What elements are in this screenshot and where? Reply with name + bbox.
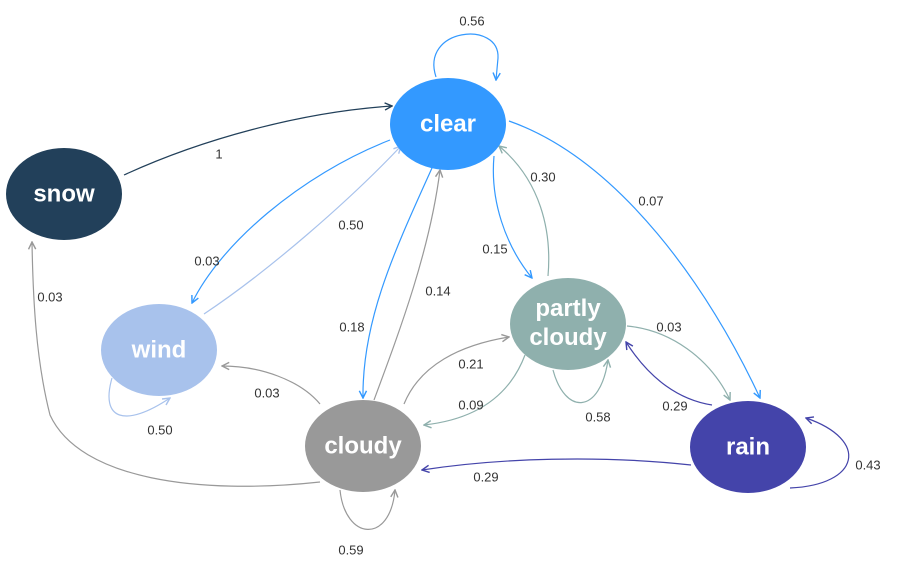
edge-rain-to-rain: [789, 418, 850, 489]
edge-cloudy-to-partly-cloudy: [403, 337, 509, 405]
edge-label-clear-to-clear: 0.56: [459, 13, 484, 28]
node-snow-label: snow: [33, 180, 95, 207]
node-partly-cloudy-label-line-1: partly: [535, 295, 601, 322]
node-snow-shape: [6, 148, 122, 240]
node-partly-cloudy-shape: [510, 278, 626, 370]
edge-label-cloudy-to-clear: 0.14: [425, 283, 450, 298]
edge-label-partly-cloudy-to-cloudy: 0.09: [458, 397, 483, 412]
edge-cloudy-to-clear: [373, 170, 440, 401]
edges-layer: [32, 33, 850, 530]
edge-partly-cloudy-to-rain: [626, 325, 730, 400]
edge-label-clear-to-wind: 0.03: [194, 253, 219, 268]
edge-label-cloudy-to-snow: 0.03: [37, 289, 62, 304]
node-cloudy: cloudy: [305, 400, 421, 492]
edge-clear-to-rain: [508, 120, 760, 398]
node-wind: wind: [101, 304, 217, 396]
node-snow: snow: [6, 148, 122, 240]
edge-label-cloudy-to-wind: 0.03: [254, 385, 279, 400]
edge-label-rain-to-partly-cloudy: 0.29: [662, 398, 687, 413]
node-rain-shape: [690, 401, 806, 493]
edge-label-partly-cloudy-to-partly-cloudy: 0.58: [585, 409, 610, 424]
node-cloudy-shape: [305, 400, 421, 492]
node-wind-shape: [101, 304, 217, 396]
node-rain-label: rain: [726, 433, 770, 460]
edge-partly-cloudy-to-partly-cloudy: [552, 360, 608, 404]
node-rain: rain: [690, 401, 806, 493]
edge-rain-to-cloudy: [422, 458, 692, 470]
edge-wind-to-clear: [203, 146, 401, 315]
edge-label-cloudy-to-cloudy: 0.59: [338, 542, 363, 557]
node-clear-shape: [390, 78, 506, 170]
edge-label-wind-to-clear: 0.50: [338, 217, 363, 232]
edge-label-rain-to-cloudy: 0.29: [473, 469, 498, 484]
node-cloudy-label: cloudy: [324, 432, 402, 459]
edge-clear-to-cloudy: [363, 167, 433, 398]
edge-clear-to-clear: [433, 33, 498, 80]
node-clear-label: clear: [420, 110, 476, 137]
edge-labels-layer: 0.56 1 0.03 0.50 0.18 0.14 0.15 0.30 0.07 0.03 0.5…: [37, 13, 880, 557]
edge-label-partly-cloudy-to-clear: 0.30: [530, 169, 555, 184]
edge-cloudy-to-cloudy: [339, 490, 395, 530]
edge-label-wind-to-wind: 0.50: [147, 422, 172, 437]
edge-partly-cloudy-to-cloudy: [424, 354, 526, 425]
edge-label-cloudy-to-partly-cloudy: 0.21: [458, 356, 483, 371]
edge-label-rain-to-rain: 0.43: [855, 457, 880, 472]
edge-clear-to-wind: [192, 139, 391, 303]
node-wind-label: wind: [131, 336, 187, 363]
edge-label-clear-to-rain: 0.07: [638, 193, 663, 208]
edge-clear-to-partly-cloudy: [492, 155, 532, 278]
node-clear: clear: [390, 78, 506, 170]
edge-wind-to-wind: [108, 377, 170, 417]
edge-rain-to-partly-cloudy: [626, 342, 713, 406]
edge-cloudy-to-snow: [32, 242, 321, 487]
node-partly-cloudy-label-line-2: cloudy: [529, 324, 607, 351]
edge-snow-to-clear: [123, 106, 392, 176]
edge-cloudy-to-wind: [222, 366, 321, 405]
edge-label-snow-to-clear: 1: [215, 146, 222, 161]
edge-label-clear-to-cloudy: 0.18: [339, 319, 364, 334]
edge-partly-cloudy-to-clear: [499, 146, 550, 277]
edge-label-clear-to-partly-cloudy: 0.15: [482, 241, 507, 256]
edge-label-partly-cloudy-to-rain: 0.03: [656, 319, 681, 334]
